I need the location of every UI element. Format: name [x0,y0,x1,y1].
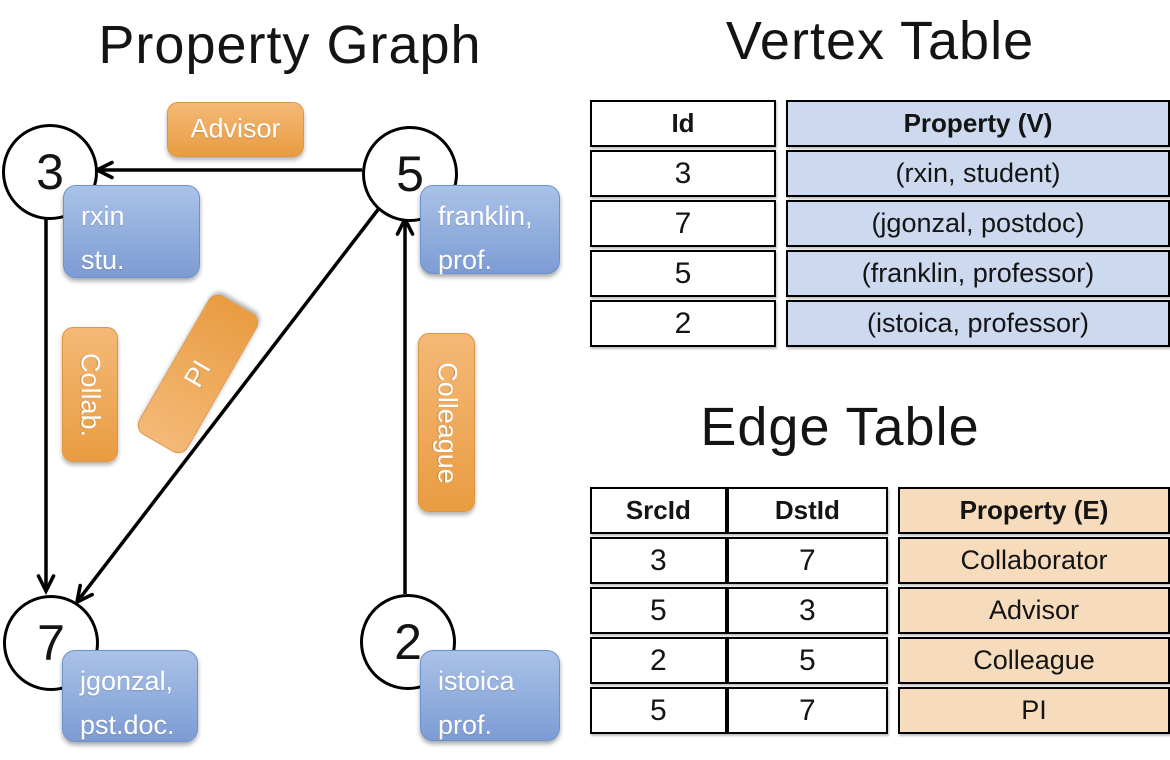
cell-srcid: 5 [590,587,727,634]
cell-srcid: 2 [590,637,727,684]
column-header-srcid: SrcId [590,487,727,534]
table-row: 7 [590,200,776,247]
table-header-row: SrcId DstId [590,487,888,534]
edge-label-text: Colleague [432,361,462,484]
cell-srcid: 5 [590,687,727,734]
table-row: 3 [590,150,776,197]
vertex-property-line: prof. [438,710,493,740]
table-row: Advisor [898,587,1170,634]
vertex-property-line: istoica [438,666,515,696]
cell-property: Collaborator [898,537,1170,584]
edge-arrow-pi-5-to-7 [74,205,382,606]
cell-property: (franklin, professor) [786,250,1170,297]
node-id-label: 7 [37,615,65,671]
table-header-row: Id [590,100,776,147]
cell-id: 2 [590,300,776,347]
cell-srcid: 3 [590,537,727,584]
cell-id: 5 [590,250,776,297]
vertex-property-box-jgonzal: jgonzal, pst.doc. [62,650,198,742]
vertex-property-box-franklin: franklin, prof. [420,185,560,275]
edge-label-text: Collab. [75,352,106,437]
cell-property: (jgonzal, postdoc) [786,200,1170,247]
table-row: Collaborator [898,537,1170,584]
table-row: Colleague [898,637,1170,684]
table-row: (franklin, professor) [786,250,1170,297]
table-row: (rxin, student) [786,150,1170,197]
vertex-property-box-istoica: istoica prof. [420,650,560,741]
column-header-dstid: DstId [726,487,888,534]
node-circle-5: 5 [362,126,458,222]
table-header-row: Property (E) [898,487,1170,534]
cell-dstid: 7 [726,687,888,734]
edge-table-title: Edge Table [700,397,980,457]
table-row: 2 [590,300,776,347]
cell-id: 7 [590,200,776,247]
vertex-property-line: rxin [81,201,125,231]
cell-dstid: 5 [726,637,888,684]
table-row: PI [898,687,1170,734]
cell-dstid: 7 [726,537,888,584]
column-header-property-e: Property (E) [898,487,1170,534]
edge-table-property-column: Property (E) Collaborator Advisor Collea… [898,484,1170,737]
table-header-row: Property (V) [786,100,1170,147]
table-row: (istoica, professor) [786,300,1170,347]
cell-property: (rxin, student) [786,150,1170,197]
vertex-property-line: prof. [438,245,493,275]
table-row: 5 [590,250,776,297]
vertex-property-line: jgonzal, [80,666,174,696]
cell-property: PI [898,687,1170,734]
property-graph-title: Property Graph [98,15,482,75]
edge-table: SrcId DstId 3 7 5 3 2 5 5 7 Property (E)… [590,484,1170,737]
table-row: (jgonzal, postdoc) [786,200,1170,247]
node-id-label: 3 [36,144,64,200]
edge-label-text: PI [178,355,217,393]
cell-property: (istoica, professor) [786,300,1170,347]
vertex-table-title: Vertex Table [725,11,1035,71]
node-id-label: 5 [396,146,424,202]
edge-label-text: Advisor [190,112,281,143]
vertex-table-property-column: Property (V) (rxin, student) (jgonzal, p… [786,97,1170,350]
cell-id: 3 [590,150,776,197]
vertex-property-box-rxin: rxin stu. [63,185,200,278]
table-row: 3 7 [590,537,888,584]
graph-edges-canvas [36,160,415,606]
node-id-label: 2 [394,614,422,670]
edge-table-id-columns: SrcId DstId 3 7 5 3 2 5 5 7 [590,484,888,737]
vertex-table: Id 3 7 5 2 Property (V) (rxin, student) … [590,97,1170,350]
vertex-table-id-column: Id 3 7 5 2 [590,97,776,350]
vertex-property-line: franklin, [438,201,533,231]
vertex-property-line: stu. [81,245,125,275]
edge-label-advisor: Advisor [167,102,304,157]
edge-label-colleague: Colleague [418,333,475,512]
property-graph-panel: Property Graph 3 5 7 2 rxin stu. frankli… [0,0,580,760]
column-header-property-v: Property (V) [786,100,1170,147]
table-row: 5 7 [590,687,888,734]
vertex-property-line: pst.doc. [80,710,175,740]
table-row: 5 3 [590,587,888,634]
table-row: 2 5 [590,637,888,684]
column-header-id: Id [590,100,776,147]
cell-dstid: 3 [726,587,888,634]
cell-property: Colleague [898,637,1170,684]
edge-label-collab: Collab. [62,327,118,462]
node-circle-2: 2 [360,594,456,690]
cell-property: Advisor [898,587,1170,634]
